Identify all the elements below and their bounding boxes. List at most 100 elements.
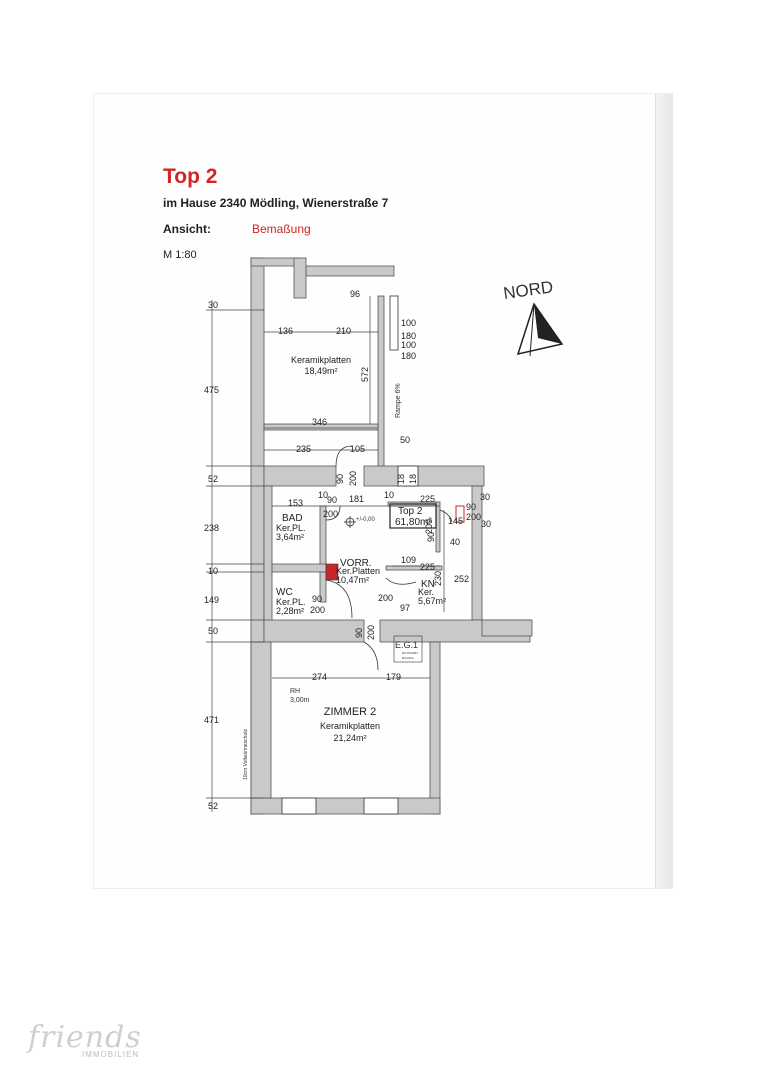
level-label: +/-0,00 xyxy=(356,517,376,523)
dim-274: 274 xyxy=(312,672,327,682)
room-labels: Keramikplatten 18,49m² BAD Ker.PL. 3,64m… xyxy=(276,355,446,743)
door-swing-entry xyxy=(439,509,453,523)
dim-200e: 200 xyxy=(378,593,393,603)
apartment-label-box xyxy=(389,503,437,529)
bad-floor-label: Ker.PL. xyxy=(276,523,306,533)
dim-200c: 200 xyxy=(323,509,338,519)
window-terrace xyxy=(389,295,399,351)
dim-200-kn: 200 xyxy=(424,519,434,534)
dim-90c: 90 xyxy=(466,502,476,512)
vorr-area-label: 10,47m² xyxy=(336,575,369,585)
window-zimmer-right xyxy=(363,797,399,815)
sheet-edge xyxy=(655,94,673,888)
kn-floor-label: Ker. xyxy=(418,587,434,597)
wall-zimmer-right xyxy=(429,641,441,815)
door-swings xyxy=(325,445,453,671)
dim-18a: 18 xyxy=(396,474,406,484)
chimney-diameter-label: Ø14,8cm xyxy=(402,656,415,660)
chimney-box xyxy=(393,635,423,663)
dim-left-2: 52 xyxy=(208,474,218,484)
dim-left-6: 50 xyxy=(208,626,218,636)
window-upper xyxy=(397,465,419,487)
document-sheet xyxy=(94,94,672,888)
dim-105: 105 xyxy=(350,444,365,454)
annotations: Rampe 6% +/-0,00 RH 3,00m E.G.1 RCTKAMIN… xyxy=(243,383,418,780)
terrace-area-label: 18,49m² xyxy=(304,366,337,376)
dim-10b: 10 xyxy=(384,490,394,500)
watermark-logo: friends xyxy=(28,1020,142,1055)
dim-90e: 90 xyxy=(312,594,322,604)
wall-upper-left xyxy=(263,465,337,487)
dim-346: 346 xyxy=(312,417,327,427)
vorr-name-label: VORR. xyxy=(340,558,372,569)
dim-100b: 100 xyxy=(401,340,416,350)
dimension-labels: 96 136 210 100 180 100 180 572 346 235 1… xyxy=(278,289,491,682)
door-swing-kn xyxy=(385,577,417,585)
dim-179: 179 xyxy=(386,672,401,682)
window-zimmer-left xyxy=(281,797,317,815)
north-arrow: NORD xyxy=(502,277,564,357)
dim-left-3: 238 xyxy=(204,523,219,533)
wall-lower-ext xyxy=(481,619,533,637)
dim-90f: 90 xyxy=(354,628,364,638)
dim-left-0: 30 xyxy=(208,300,218,310)
door-swing-bad xyxy=(325,505,341,521)
zimmer-floor-label: Keramikplatten xyxy=(320,721,380,731)
insulation-note: 10cm Vollwärmeschutz xyxy=(243,728,249,780)
dim-235: 235 xyxy=(296,444,311,454)
dim-109: 109 xyxy=(401,555,416,565)
ceiling-height-label: RH xyxy=(290,688,300,695)
zimmer-area-label: 21,24m² xyxy=(333,733,366,743)
chimney-sub-label: RCTKAMIN xyxy=(402,651,418,655)
door-swing-terrace xyxy=(335,445,353,467)
watermark-sub: IMMOBILIEN xyxy=(82,1050,140,1059)
dim-181: 181 xyxy=(349,494,364,504)
dim-left-7: 471 xyxy=(204,715,219,725)
distribution-box-marker xyxy=(325,563,339,581)
windows xyxy=(281,295,419,815)
scale-label: M 1:80 xyxy=(163,249,197,261)
dim-left-8: 52 xyxy=(208,801,218,811)
door-swing-wc xyxy=(325,579,353,619)
view-value: Bemaßung xyxy=(252,222,311,236)
ceiling-height-value: 3,00m xyxy=(290,697,310,704)
dim-180b: 180 xyxy=(401,351,416,361)
wall-zimmer-bottom xyxy=(250,797,441,815)
dim-225b: 225 xyxy=(420,562,435,572)
wc-name-label: WC xyxy=(276,587,293,598)
chimney-label: E.G.1 xyxy=(395,640,418,650)
wall-apt-left xyxy=(263,485,273,633)
dim-18b: 18 xyxy=(408,474,418,484)
dim-200d: 200 xyxy=(310,605,325,615)
bad-name-label: BAD xyxy=(282,513,303,524)
dim-145: 145 xyxy=(448,516,463,526)
wall-zimmer-left xyxy=(250,641,272,799)
dim-50a: 50 xyxy=(400,435,410,445)
entry-marker xyxy=(455,505,465,523)
apartment-area-label: 61,80m² xyxy=(395,517,432,528)
dim-97: 97 xyxy=(400,603,410,613)
dim-153: 153 xyxy=(288,498,303,508)
address-subtitle: im Hause 2340 Mödling, Wienerstraße 7 xyxy=(163,196,389,210)
page-title: Top 2 xyxy=(163,165,218,188)
dim-30b: 30 xyxy=(481,519,491,529)
wall-top-left xyxy=(250,257,300,267)
zimmer-name-label: ZIMMER 2 xyxy=(324,706,377,718)
wall-top-right xyxy=(305,265,395,277)
dim-96: 96 xyxy=(350,289,360,299)
dim-225a: 225 xyxy=(420,494,435,504)
dim-210: 210 xyxy=(336,326,351,336)
dim-180a: 180 xyxy=(401,331,416,341)
dimension-lines xyxy=(206,296,445,812)
ramp-label: Rampe 6% xyxy=(395,383,402,418)
dim-90b: 90 xyxy=(327,495,337,505)
dim-left-1: 475 xyxy=(204,385,219,395)
wc-area-label: 2,28m² xyxy=(276,606,304,616)
wall-terrace-right xyxy=(377,295,385,471)
dim-90d: 90 xyxy=(426,532,436,542)
dim-200f: 200 xyxy=(366,625,376,640)
dim-252: 252 xyxy=(454,574,469,584)
dim-136: 136 xyxy=(278,326,293,336)
dim-30a: 30 xyxy=(480,492,490,502)
